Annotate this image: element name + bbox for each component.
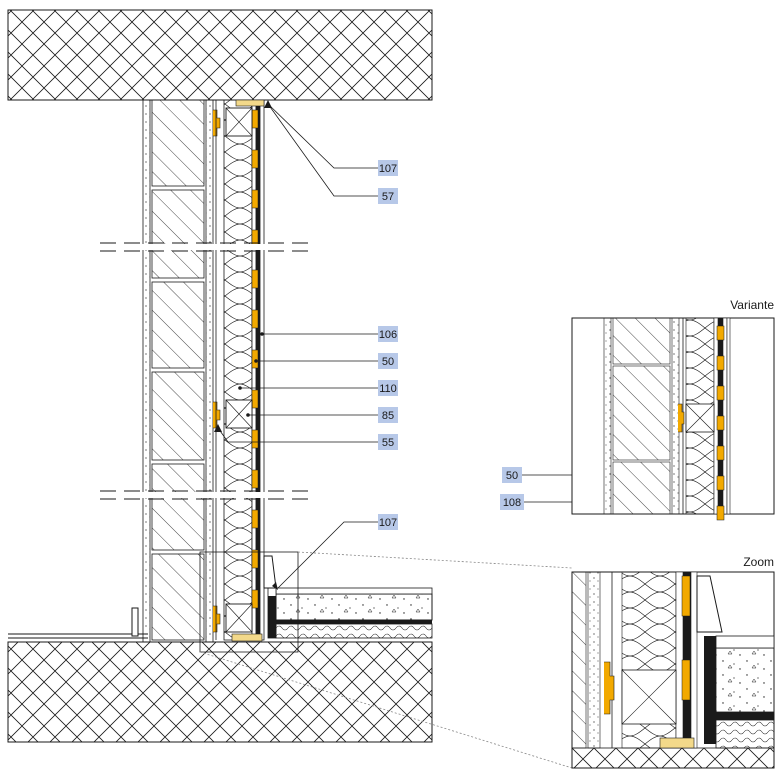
insulation-strip [251,269,259,289]
batten-cross [225,603,253,633]
svg-text:106: 106 [379,329,397,341]
tag-106: 106 [378,326,398,342]
zoom-title: Zoom [743,555,774,569]
insulation-strip [251,189,259,209]
svg-text:50: 50 [382,356,394,368]
masonry-wall [142,99,214,643]
svg-text:107: 107 [379,517,397,529]
ceiling-slab [7,9,433,101]
insulation-strip [251,109,259,129]
variante-panel: Variante [571,298,775,521]
tag-110: 110 [378,380,398,396]
insulation-strip [251,509,259,529]
tag-107-bottom: 107 [378,514,398,530]
break-mark-upper [100,242,312,252]
tag-variante-50: 50 [502,467,522,483]
insulation-strip [251,589,259,609]
tag-107-top: 107 [378,160,398,176]
skirting-board [131,607,139,637]
svg-text:110: 110 [379,383,397,395]
variante-title: Variante [730,298,774,312]
insulation-strip [716,325,725,341]
brick-block [151,463,205,551]
insulation-strip [251,469,259,489]
tag-55: 55 [378,434,398,450]
tag-57: 57 [378,188,398,204]
svg-text:57: 57 [382,191,394,203]
insulation-strip [716,385,725,401]
insulation-strip [716,445,725,461]
floor-slab [7,633,433,743]
zoom-panel: Zoom [571,555,775,769]
wall-bracket [213,401,221,429]
lining-wall [213,99,265,642]
insulation-strip [251,349,259,369]
break-mark-lower [100,490,312,500]
insulation-strip [251,389,259,409]
brick-block [151,281,205,369]
brick-block [151,189,205,279]
insulation-strip [716,415,725,431]
insulation-strip [251,429,259,449]
tag-variante-108: 108 [500,494,524,510]
batten-cross [225,399,253,429]
insulation-strip [716,475,725,491]
brick-block [151,99,205,187]
svg-text:50: 50 [506,470,518,482]
brick-block [151,371,205,461]
wall-bracket [213,109,221,137]
insulation-strip [716,355,725,371]
insulation-strip [251,549,259,569]
ceiling-joint [235,99,265,107]
svg-text:55: 55 [382,437,394,449]
tag-85: 85 [378,407,398,423]
brick-block [151,553,205,641]
zoom-region-frame [199,551,573,769]
batten-cross [225,107,253,137]
insulation-strip [716,505,725,521]
floor-buildup [263,555,433,639]
tag-50: 50 [378,353,398,369]
svg-text:85: 85 [382,410,394,422]
svg-text:108: 108 [503,497,521,509]
insulation-strip [251,149,259,169]
wall-bracket [213,605,221,633]
svg-text:107: 107 [379,163,397,175]
insulation-strip [251,309,259,329]
